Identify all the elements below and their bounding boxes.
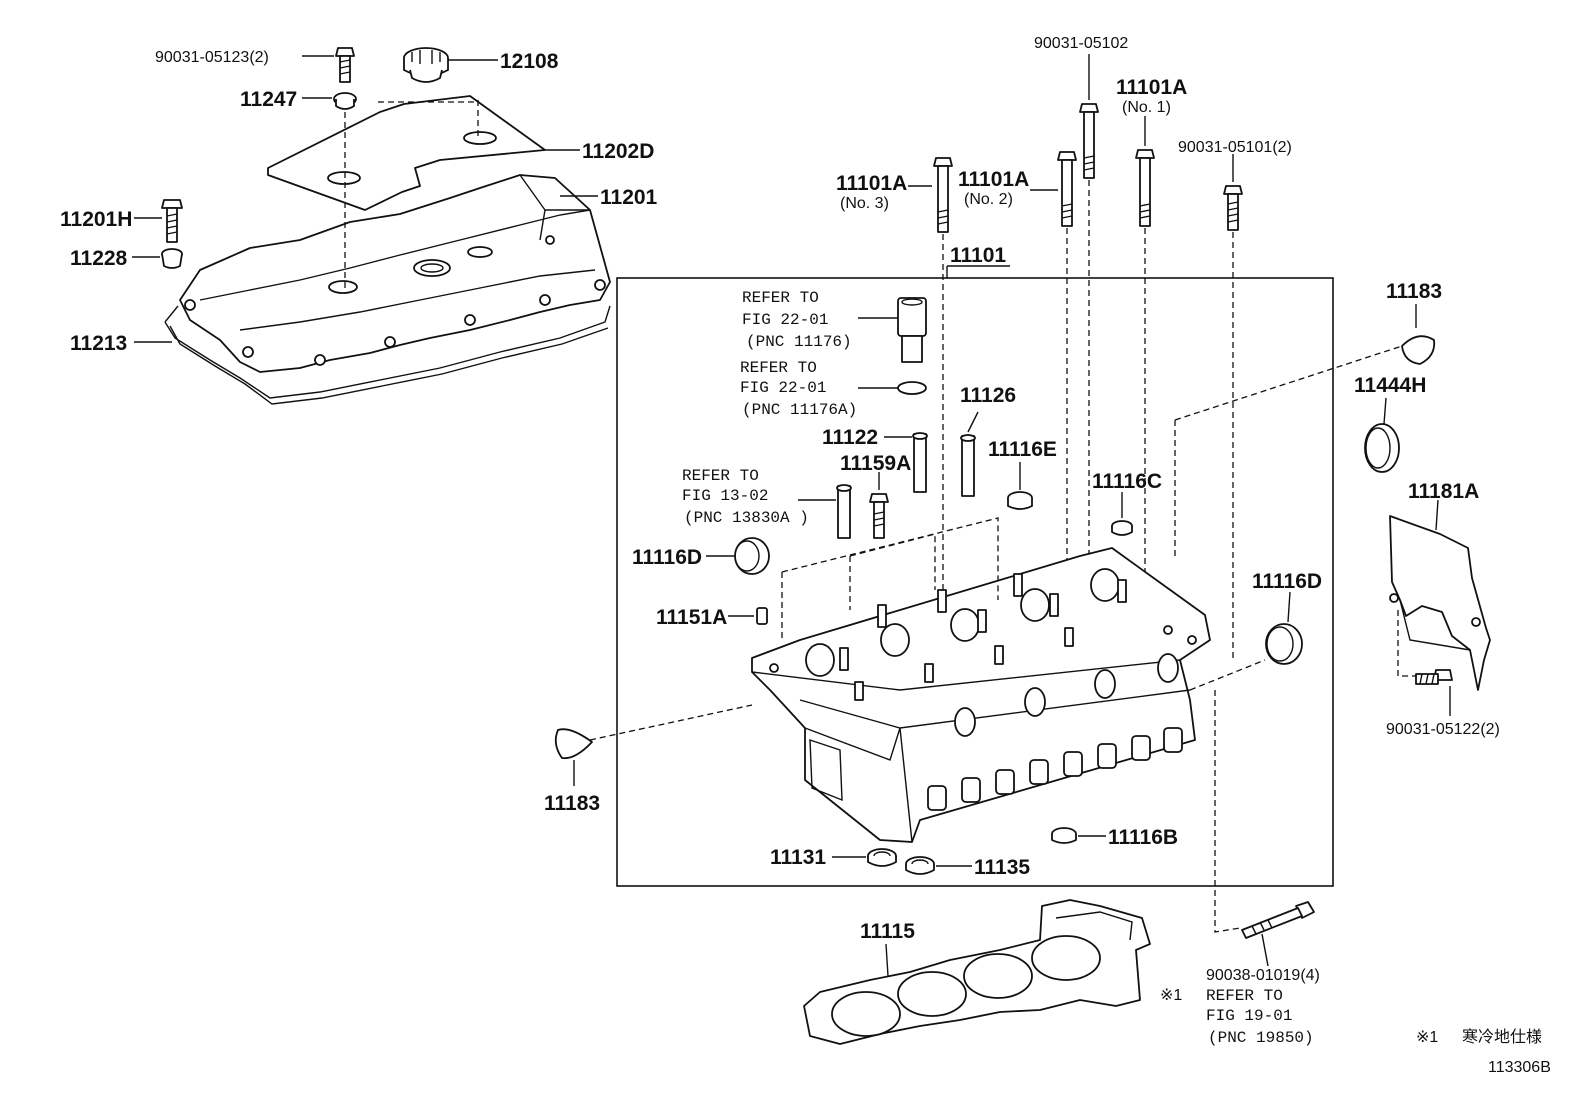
label-11116E: 11116E: [988, 438, 1057, 461]
footnote-text: 寒冷地仕様: [1462, 1027, 1542, 1046]
bolt-11159A-icon: [869, 493, 889, 539]
label-11116D-right: 11116D: [1252, 570, 1322, 593]
label-11183-bottom: 11183: [544, 792, 600, 815]
guide-11126-icon: [960, 434, 976, 497]
label-11151A: 11151A: [656, 606, 727, 629]
label-11101A-no2-sub: (No. 2): [964, 191, 1013, 208]
refer1-line3: (PNC 11176): [746, 333, 852, 351]
label-11126: 11126: [960, 384, 1016, 407]
plug-11116D-left-icon: [734, 537, 770, 575]
cylinder-head-box: [616, 277, 1334, 887]
label-90031-05122: 90031-05122(2): [1386, 721, 1500, 738]
bolt-11201H-icon: [161, 199, 183, 243]
bolt-90031-05123-icon: [335, 47, 355, 83]
refer3-line2: FIG 13-02: [682, 487, 768, 505]
refer3-line1: REFER TO: [682, 467, 759, 485]
label-11122: 11122: [822, 426, 878, 449]
bolt-11101A-no3-icon: [933, 157, 953, 233]
label-11135: 11135: [974, 856, 1030, 879]
head-cover-11201-icon: [179, 174, 611, 373]
label-11101A-no2: 11101A: [958, 168, 1029, 191]
label-11228: 11228: [70, 247, 128, 270]
label-11101A-no3: 11101A: [836, 172, 907, 195]
seal-11131-icon: [867, 848, 897, 867]
label-11116D-left: 11116D: [632, 546, 702, 569]
label-11159A: 11159A: [840, 452, 911, 475]
label-90031-05102: 90031-05102: [1034, 35, 1128, 52]
seal-washer-11228-icon: [161, 248, 183, 269]
footnote-mark: ※1: [1416, 1029, 1438, 1046]
oil-cap-12108-icon: [403, 47, 449, 83]
cover-11181A-icon: [1389, 515, 1491, 691]
cylinder-head-11101-icon: [751, 547, 1211, 843]
label-11201: 11201: [600, 186, 658, 209]
head-gasket-11115-icon: [803, 899, 1151, 1045]
refer-note-2: REFER TO FIG 22-01 (PNC 11176A): [740, 359, 857, 419]
guide-11122-icon: [912, 432, 928, 493]
cover-plate-11202D-icon: [267, 95, 546, 211]
bolt-90031-05101-icon: [1223, 185, 1243, 231]
refer2-line1: REFER TO: [740, 359, 817, 377]
grommet-11247-icon: [333, 92, 357, 110]
bolt-90031-05122-icon: [1415, 669, 1453, 685]
plug-11116E-icon: [1007, 491, 1033, 510]
label-11181A: 11181A: [1408, 480, 1479, 503]
refer-note-4: ※1 REFER TO FIG 19-01 (PNC 19850): [1160, 987, 1314, 1047]
refer-note-3: REFER TO FIG 13-02 (PNC 13830A ): [682, 467, 809, 527]
label-11116C: 11116C: [1092, 470, 1162, 493]
refer2-line3: (PNC 11176A): [742, 401, 857, 419]
label-11213: 11213: [70, 332, 127, 355]
label-11201H: 11201H: [60, 208, 132, 231]
valve-lifter-icon: [897, 297, 927, 363]
label-90031-05101: 90031-05101(2): [1178, 139, 1292, 156]
label-11202D: 11202D: [582, 140, 654, 163]
bolt-11101A-no1-icon: [1135, 149, 1155, 227]
refer4-line1: REFER TO: [1206, 987, 1283, 1005]
bolt-11101A-no2-icon: [1057, 151, 1077, 227]
plug-11116B-icon: [1051, 827, 1077, 844]
label-11444H: 11444H: [1354, 374, 1426, 397]
plug-11183-bottom-icon: [554, 728, 593, 760]
refer2-line2: FIG 22-01: [740, 379, 826, 397]
head-cover-group: 90031-05123(2) 11247 12108 11202D: [60, 47, 658, 405]
label-11116B: 11116B: [1108, 826, 1178, 849]
plug-11183-top-icon: [1401, 335, 1436, 365]
refer4-mark: ※1: [1160, 987, 1182, 1004]
pin-11151A-icon: [756, 607, 768, 625]
label-11101: 11101: [950, 244, 1006, 267]
bolt-90031-05102-icon: [1079, 103, 1099, 179]
label-11101A-no1-sub: (No. 1): [1122, 99, 1171, 116]
label-90038-01019: 90038-01019(4): [1206, 967, 1320, 984]
plug-11116D-right-icon: [1265, 623, 1303, 665]
pin-icon: [836, 484, 852, 539]
gasket-11213-icon: [164, 305, 611, 405]
label-11131: 11131: [770, 846, 826, 869]
label-11183-top: 11183: [1386, 280, 1442, 303]
refer3-line3: (PNC 13830A ): [684, 509, 809, 527]
refer1-line1: REFER TO: [742, 289, 819, 307]
bolt-90038-01019-icon: [1241, 901, 1315, 939]
plug-11116C-icon: [1111, 520, 1133, 536]
o-ring-icon: [897, 381, 927, 395]
refer4-line3: (PNC 19850): [1208, 1029, 1314, 1047]
refer-note-1: REFER TO FIG 22-01 (PNC 11176): [742, 289, 852, 351]
label-11101A-no3-sub: (No. 3): [840, 195, 889, 212]
diagram-id: 113306B: [1488, 1059, 1551, 1076]
label-11115: 11115: [860, 920, 915, 943]
label-12108: 12108: [500, 50, 559, 73]
refer1-line2: FIG 22-01: [742, 311, 828, 329]
seal-11135-icon: [905, 856, 935, 875]
label-90031-05123: 90031-05123(2): [155, 49, 269, 66]
refer4-line2: FIG 19-01: [1206, 1007, 1292, 1025]
plug-11444H-icon: [1364, 423, 1400, 473]
label-11247: 11247: [240, 88, 297, 111]
label-11101A-no1: 11101A: [1116, 76, 1187, 99]
